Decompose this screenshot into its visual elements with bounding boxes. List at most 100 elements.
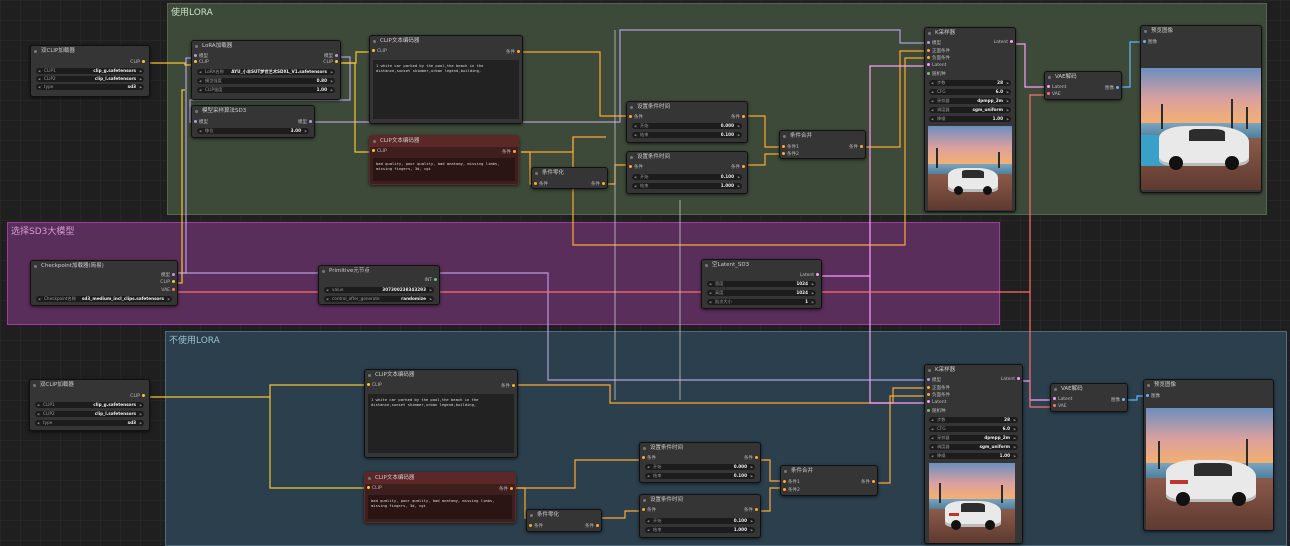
output-slot-image[interactable]: 图像 <box>1105 85 1121 91</box>
prompt-textarea[interactable]: bad quality, poor quality, bad anatomy, … <box>373 158 515 181</box>
prompt-textarea[interactable]: bad quality, poor quality, bad anatomy, … <box>368 495 512 519</box>
preview-image-top[interactable]: 预览图像 图像 <box>1140 25 1262 193</box>
ksampler-bottom[interactable]: K采样器 模型 正面条件 负面条件 Latent 随机种 Latent 步数28… <box>924 364 1023 544</box>
input-slot-conditioning-1[interactable]: 条件1 <box>781 479 800 485</box>
widget-start[interactable]: 开始0.000 <box>645 464 755 470</box>
input-slot-negative[interactable]: 负面条件 <box>925 392 950 398</box>
output-slot-clip[interactable]: CLIP <box>130 60 147 65</box>
input-slot-conditioning[interactable]: 条件 <box>640 455 656 461</box>
clip-text-encode-negative-bottom[interactable]: CLIP文本编码器 CLIP 条件 bad quality, poor qual… <box>364 472 516 523</box>
output-slot-image[interactable]: 图像 <box>1111 397 1127 403</box>
input-slot-image[interactable]: 图像 <box>1144 393 1160 399</box>
conditioning-combine-top[interactable]: 条件合并 条件1 条件2 条件 <box>779 130 866 159</box>
conditioning-timestep-range-1-bottom[interactable]: 设置条件时间 条件 条件 开始0.000 结束0.100 <box>639 442 761 483</box>
input-slot-clip[interactable]: CLIP <box>365 383 382 388</box>
input-slot-vae[interactable]: VAE <box>1051 404 1067 409</box>
output-slot-latent[interactable]: Latent <box>800 273 821 278</box>
output-slot-model[interactable]: 模型 <box>298 119 314 125</box>
input-slot-model[interactable]: 模型 <box>192 119 208 125</box>
widget-end[interactable]: 结束1.000 <box>645 527 755 533</box>
output-slot-model[interactable]: 模型 <box>161 272 177 278</box>
prompt-textarea[interactable]: 1 white car parked by the pool,the beach… <box>368 394 514 453</box>
input-slot-conditioning-2[interactable]: 条件2 <box>781 487 800 493</box>
widget-shift[interactable]: 移位3.00 <box>197 128 309 134</box>
input-slot-clip[interactable]: CLIP <box>370 49 387 54</box>
input-slot-conditioning[interactable]: 条件 <box>640 507 656 513</box>
widget-denoise[interactable]: 降噪1.00 <box>929 116 1011 122</box>
clip-text-encode-negative-top[interactable]: CLIP文本编码器 CLIP 条件 bad quality, poor qual… <box>369 135 519 185</box>
input-slot-clip[interactable]: CLIP <box>192 60 209 65</box>
conditioning-zero-out-top[interactable]: 条件零化 条件 条件 <box>531 167 608 189</box>
input-slot-clip[interactable]: CLIP <box>365 486 382 491</box>
output-slot-conditioning[interactable]: 条件 <box>744 507 760 513</box>
output-slot-conditioning[interactable]: 条件 <box>502 149 518 155</box>
widget-start[interactable]: 开始0.100 <box>632 174 742 180</box>
input-slot-latent[interactable]: Latent <box>925 400 946 405</box>
output-slot-conditioning[interactable]: 条件 <box>744 455 760 461</box>
input-slot-negative[interactable]: 负面条件 <box>925 55 950 61</box>
output-slot-int[interactable]: INT <box>425 278 439 283</box>
widget-start[interactable]: 开始0.000 <box>632 123 742 129</box>
checkpoint-loader-simple[interactable]: Checkpoint加载器(简易) 模型 CLIP VAE Checkpoint… <box>30 260 178 306</box>
preview-image-bottom[interactable]: 预览图像 图像 <box>1143 379 1274 531</box>
vae-decode-top[interactable]: VAE解码 Latent VAE 图像 <box>1044 71 1122 100</box>
conditioning-timestep-range-2-top[interactable]: 设置条件时间 条件 条件 开始0.100 结束1.000 <box>626 151 748 194</box>
output-slot-vae[interactable]: VAE <box>161 288 177 293</box>
input-slot-conditioning-1[interactable]: 条件1 <box>780 144 799 150</box>
output-slot-latent[interactable]: Latent <box>994 40 1015 45</box>
input-slot-clip[interactable]: CLIP <box>370 149 387 154</box>
model-sampling-sd3[interactable]: 模型采样算法SD3 模型 模型 移位3.00 <box>191 105 315 138</box>
input-slot-vae[interactable]: VAE <box>1045 92 1061 97</box>
output-slot-conditioning[interactable]: 条件 <box>861 479 877 485</box>
output-slot-conditioning[interactable]: 条件 <box>499 486 515 492</box>
clip-text-encode-positive-bottom[interactable]: CLIP文本编码器 CLIP 条件 1 white car parked by … <box>364 369 518 458</box>
output-slot-conditioning[interactable]: 条件 <box>849 144 865 150</box>
input-slot-latent[interactable]: Latent <box>925 63 946 68</box>
input-slot-conditioning[interactable]: 条件 <box>527 523 543 529</box>
input-slot-positive[interactable]: 正面条件 <box>925 48 950 54</box>
widget-denoise[interactable]: 降噪1.00 <box>929 453 1018 459</box>
conditioning-timestep-range-2-bottom[interactable]: 设置条件时间 条件 条件 开始0.100 结束1.000 <box>639 494 761 538</box>
input-slot-conditioning[interactable]: 条件 <box>532 181 548 187</box>
input-slot-conditioning[interactable]: 条件 <box>627 164 643 170</box>
input-slot-latent[interactable]: Latent <box>1045 85 1066 90</box>
output-slot-conditioning[interactable]: 条件 <box>501 383 517 389</box>
clip-text-encode-positive-top[interactable]: CLIP文本编码器 CLIP 条件 1 white car parked by … <box>369 35 523 124</box>
input-slot-conditioning-2[interactable]: 条件2 <box>780 151 799 157</box>
widget-end[interactable]: 结束0.100 <box>632 132 742 138</box>
widget-end[interactable]: 结束1.000 <box>632 183 742 189</box>
conditioning-zero-out-bottom[interactable]: 条件零化 条件 条件 <box>526 509 602 532</box>
input-slot-model[interactable]: 模型 <box>925 40 941 46</box>
ksampler-top[interactable]: K采样器 模型 正面条件 负面条件 Latent 随机种 Latent 步数28… <box>924 27 1016 212</box>
output-slot-conditioning[interactable]: 条件 <box>731 114 747 120</box>
conditioning-combine-bottom[interactable]: 条件合并 条件1 条件2 条件 <box>780 465 878 496</box>
vae-decode-bottom[interactable]: VAE解码 Latent VAE 图像 <box>1050 383 1128 412</box>
output-slot-conditioning[interactable]: 条件 <box>585 523 601 529</box>
output-slot-conditioning[interactable]: 条件 <box>731 164 747 170</box>
output-slot-conditioning[interactable]: 条件 <box>506 49 522 55</box>
input-slot-image[interactable]: 图像 <box>1141 39 1157 45</box>
